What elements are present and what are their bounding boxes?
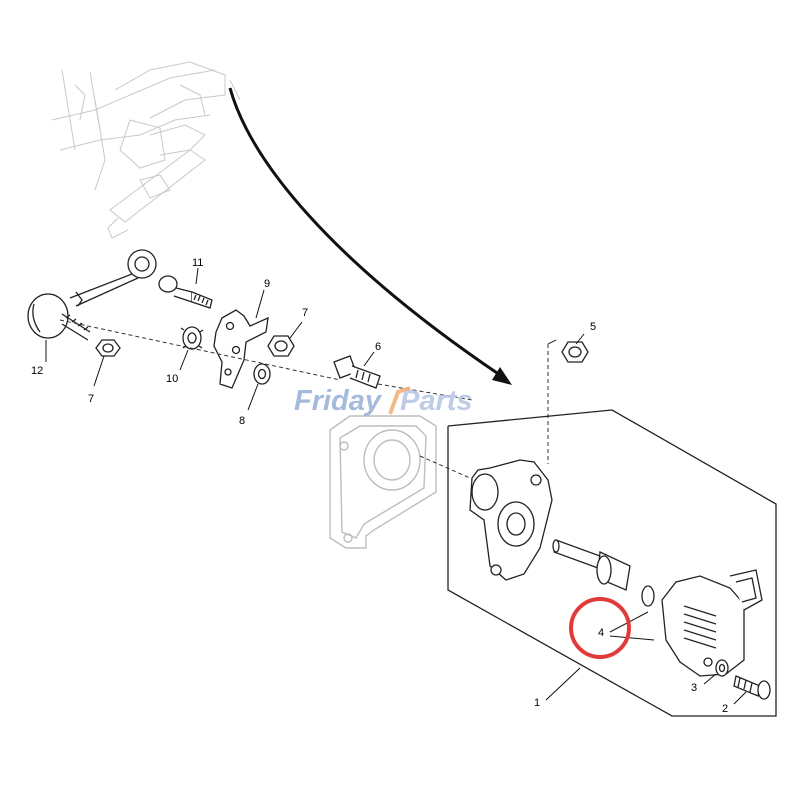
axis-tick xyxy=(547,339,557,345)
sensor-shaft xyxy=(552,539,631,591)
mounting-bracket-faded xyxy=(329,415,437,549)
callout-10: 10 xyxy=(166,373,178,385)
callout-11: 11 xyxy=(192,257,203,269)
callout-9: 9 xyxy=(264,278,270,290)
leader-lines xyxy=(45,267,747,705)
assembly-axis-lines xyxy=(59,319,549,479)
callout-3: 3 xyxy=(691,682,697,694)
linkage-rod-part-12 xyxy=(27,249,157,341)
o-ring xyxy=(641,585,655,607)
callout-7-middle: 7 xyxy=(302,307,308,319)
callout-4: 4 xyxy=(598,627,604,639)
callout-2: 2 xyxy=(722,703,728,715)
curved-arrow xyxy=(228,87,512,385)
callout-labels: 1 2 3 4 5 6 7 7 8 9 10 11 12 xyxy=(31,257,728,715)
sensor-housing xyxy=(469,459,553,581)
washer-part-3 xyxy=(715,659,729,677)
washer-part-8 xyxy=(253,363,271,385)
lock-washer-part-10 xyxy=(180,326,204,350)
callout-6: 6 xyxy=(375,341,381,353)
position-sensor xyxy=(661,569,763,677)
callout-1: 1 xyxy=(534,697,540,709)
callout-7-left: 7 xyxy=(88,393,94,405)
lever-bracket-part-9 xyxy=(213,309,269,389)
nut-part-7-middle xyxy=(267,335,295,357)
callout-8: 8 xyxy=(239,415,245,427)
nut-part-5 xyxy=(561,341,589,363)
callout-12: 12 xyxy=(31,365,43,377)
callout-5: 5 xyxy=(590,321,596,333)
highlight-circle xyxy=(569,597,631,659)
watermark-swoosh xyxy=(388,386,411,415)
stud-part-11 xyxy=(158,275,213,309)
nut-part-7-left xyxy=(95,339,121,357)
background-machine-sketch xyxy=(51,61,241,239)
watermark-word-a: Friday xyxy=(294,385,383,417)
bolt-part-6 xyxy=(333,355,381,389)
watermark-word-b: Parts xyxy=(400,385,473,417)
kit-box-outline xyxy=(447,409,777,717)
screw-part-2 xyxy=(733,675,771,700)
watermark: Friday Parts xyxy=(294,385,473,417)
